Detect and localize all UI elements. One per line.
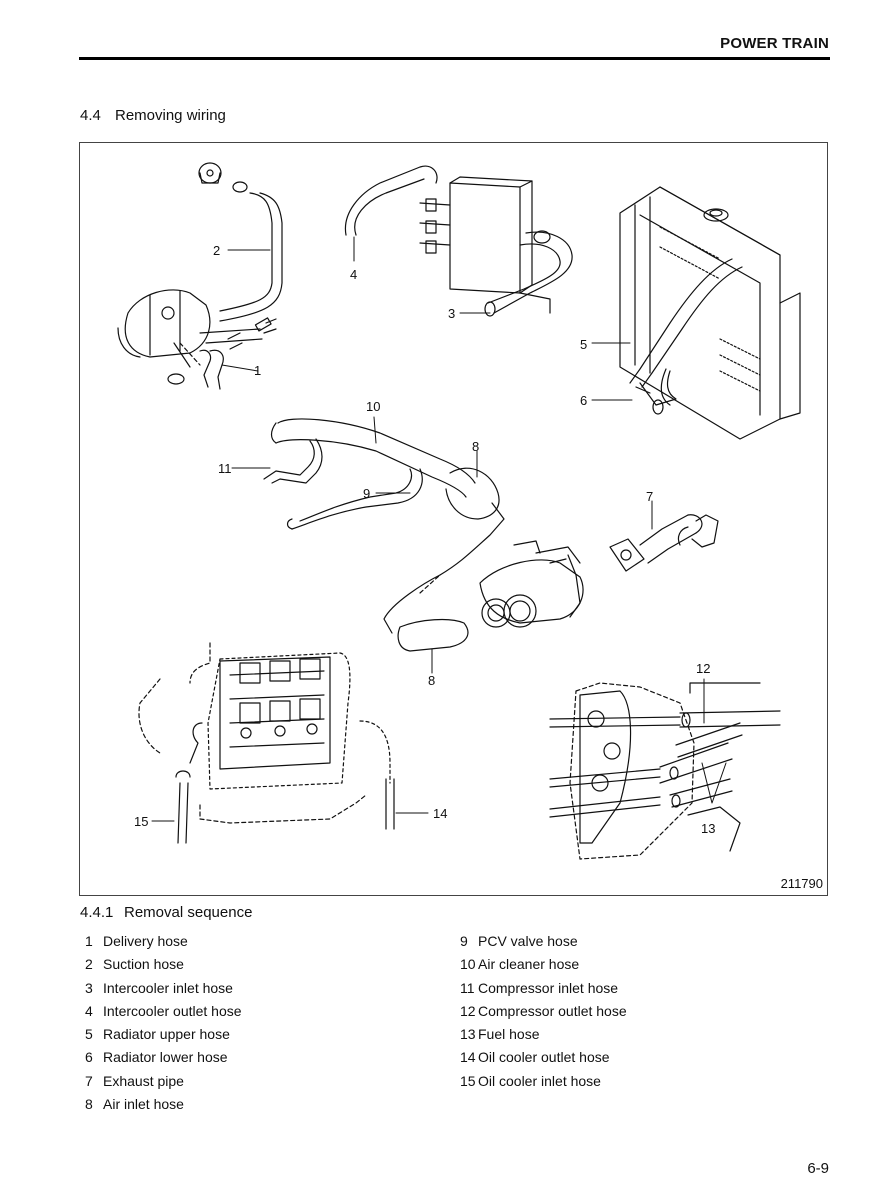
air-hoses-drawing <box>263 418 505 634</box>
callout-1: 1 <box>254 363 261 378</box>
list-item: 6 Radiator lower hose <box>85 1046 242 1069</box>
item-label: Radiator lower hose <box>103 1049 228 1066</box>
item-label: Oil cooler outlet hose <box>478 1049 610 1066</box>
list-item: 5 Radiator upper hose <box>85 1023 242 1046</box>
item-number: 6 <box>85 1049 93 1066</box>
page-header-title: POWER TRAIN <box>720 35 829 52</box>
item-number: 9 <box>460 933 468 949</box>
callout-7: 7 <box>646 489 653 504</box>
item-number: 4 <box>85 1002 93 1019</box>
section-number: 4.4 <box>80 107 101 124</box>
list-item: 1 Delivery hose <box>85 930 242 953</box>
item-label: Delivery hose <box>103 933 188 949</box>
item-label: Air cleaner hose <box>478 956 580 973</box>
item-number: 10 <box>460 956 476 973</box>
list-item: 9 PCV valve hose <box>460 930 627 953</box>
item-number: 8 <box>85 1096 93 1113</box>
list-item: 3 Intercooler inlet hose <box>85 977 242 1000</box>
page-number: 6-9 <box>807 1160 829 1177</box>
radiator-drawing <box>619 186 801 440</box>
callout-8-bottom: 8 <box>428 673 435 688</box>
callout-6: 6 <box>580 393 587 408</box>
section-title: Removing wiring <box>115 107 226 124</box>
callout-15: 15 <box>134 814 148 829</box>
callout-5: 5 <box>580 337 587 352</box>
item-number: 15 <box>460 1072 476 1089</box>
callout-12: 12 <box>696 661 710 676</box>
fuel-hose-drawing <box>549 682 781 860</box>
callout-14: 14 <box>433 806 447 821</box>
callout-9: 9 <box>363 486 370 501</box>
item-label: Fuel hose <box>478 1026 540 1043</box>
callout-11: 11 <box>218 461 232 476</box>
item-label: Air inlet hose <box>103 1096 184 1113</box>
item-label: Intercooler outlet hose <box>103 1002 242 1019</box>
suction-hose-drawing <box>117 162 283 358</box>
item-number: 2 <box>85 956 93 973</box>
list-item: 4 Intercooler outlet hose <box>85 1000 242 1023</box>
subsection-heading: 4.4.1 Removal sequence <box>80 904 252 921</box>
item-number: 1 <box>85 933 93 949</box>
item-number: 7 <box>85 1072 93 1089</box>
subsection-number: 4.4.1 <box>80 904 114 921</box>
item-label: Intercooler inlet hose <box>103 979 233 996</box>
item-label: PCV valve hose <box>478 933 578 949</box>
diagram-drawing: 1 2 3 4 5 6 7 8 8 9 10 11 12 13 14 15 <box>117 162 801 860</box>
engine-block-drawing <box>138 642 395 844</box>
callout-8-top: 8 <box>472 439 479 454</box>
header-rule <box>79 57 830 60</box>
item-number: 11 <box>460 979 475 996</box>
intercooler-drawing <box>344 165 573 317</box>
item-number: 14 <box>460 1049 476 1066</box>
callout-10: 10 <box>366 399 380 414</box>
callout-3: 3 <box>448 306 455 321</box>
list-item: 7 Exhaust pipe <box>85 1070 242 1093</box>
item-label: Compressor inlet hose <box>478 979 619 996</box>
item-label: Suction hose <box>103 956 184 973</box>
section-heading: 4.4 Removing wiring <box>80 107 226 124</box>
item-number: 5 <box>85 1026 93 1043</box>
leader-lines <box>151 236 727 822</box>
item-label: Oil cooler inlet hose <box>478 1072 601 1089</box>
turbo-exhaust-drawing <box>397 514 719 652</box>
subsection-title: Removal sequence <box>124 904 253 921</box>
callout-2: 2 <box>213 243 220 258</box>
callout-4: 4 <box>350 267 357 282</box>
callout-13: 13 <box>701 821 715 836</box>
item-number: 13 <box>460 1026 476 1043</box>
figure-id: 211790 <box>780 876 823 891</box>
item-label: Radiator upper hose <box>103 1026 230 1043</box>
exploded-diagram: 1 2 3 4 5 6 7 8 8 9 10 11 12 13 14 15 21… <box>79 142 828 896</box>
list-item: 8 Air inlet hose <box>85 1093 242 1116</box>
item-number: 12 <box>460 1002 476 1019</box>
item-label: Compressor outlet hose <box>478 1002 627 1019</box>
item-number: 3 <box>85 979 93 996</box>
list-item: 2 Suction hose <box>85 953 242 976</box>
item-label: Exhaust pipe <box>103 1072 184 1089</box>
